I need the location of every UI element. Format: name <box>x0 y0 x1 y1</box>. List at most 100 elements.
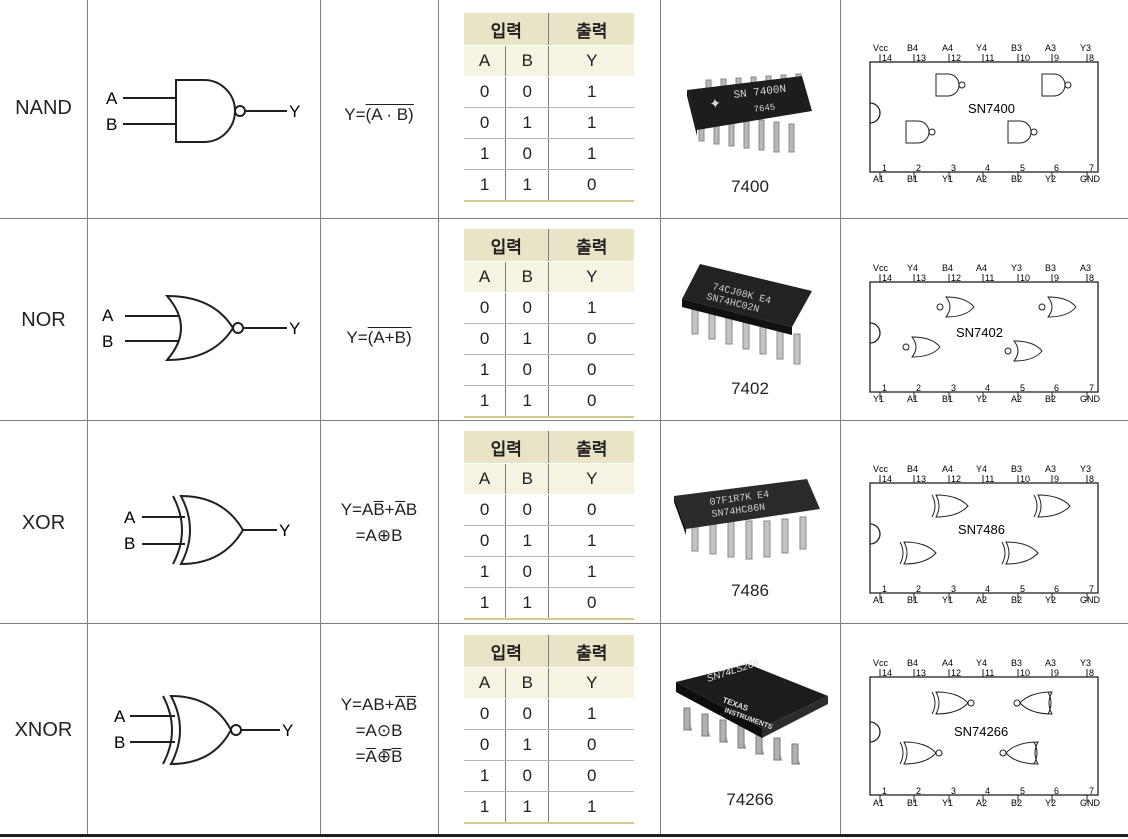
svg-text:Vcc: Vcc <box>873 658 889 668</box>
svg-text:A3: A3 <box>1045 43 1056 53</box>
col-y: Y <box>548 463 634 495</box>
gate-name: NAND <box>15 97 72 119</box>
svg-text:7: 7 <box>1089 163 1094 173</box>
svg-text:12: 12 <box>951 474 961 484</box>
output-label: Y <box>279 521 290 540</box>
col-b: B <box>505 667 550 699</box>
pinout-title: SN7486 <box>958 522 1005 537</box>
col-a: A <box>464 667 507 699</box>
equation-line: Y=AB̅+A̅B <box>340 500 418 519</box>
svg-text:B3: B3 <box>1011 464 1022 474</box>
svg-text:5: 5 <box>1020 383 1025 393</box>
equation-lhs: Y= <box>344 105 366 124</box>
svg-text:9: 9 <box>1054 53 1059 63</box>
input-b-label: B <box>114 733 125 752</box>
col-b: B <box>505 463 550 495</box>
svg-text:B2: B2 <box>1011 174 1022 184</box>
svg-text:11: 11 <box>985 273 994 283</box>
svg-text:13: 13 <box>916 668 926 678</box>
output-header: 출력 <box>548 229 634 262</box>
input-header: 입력 <box>464 13 550 46</box>
svg-text:6: 6 <box>1054 786 1059 796</box>
svg-text:B3: B3 <box>1011 43 1022 53</box>
svg-text:A2: A2 <box>1011 394 1022 404</box>
svg-text:Y1: Y1 <box>942 798 953 808</box>
svg-text:A1: A1 <box>907 394 918 404</box>
svg-text:9: 9 <box>1054 668 1059 678</box>
svg-text:5: 5 <box>1020 786 1025 796</box>
svg-text:A1: A1 <box>873 798 884 808</box>
equation-line: Y=AB+A̅B̅ <box>340 695 418 714</box>
svg-text:8: 8 <box>1089 273 1094 283</box>
equation: Y=(A+B) <box>320 325 438 351</box>
svg-text:Y1: Y1 <box>873 394 884 404</box>
svg-text:Y3: Y3 <box>1080 464 1091 474</box>
svg-text:9: 9 <box>1054 474 1059 484</box>
col-b: B <box>505 45 550 77</box>
svg-text:2: 2 <box>916 163 921 173</box>
svg-text:7: 7 <box>1089 584 1094 594</box>
svg-text:6: 6 <box>1054 163 1059 173</box>
svg-text:14: 14 <box>882 668 892 678</box>
svg-text:Vcc: Vcc <box>873 464 889 474</box>
chip-label: 7400 <box>731 177 769 196</box>
svg-text:4: 4 <box>985 383 990 393</box>
svg-text:Y1: Y1 <box>942 174 953 184</box>
svg-text:Y2: Y2 <box>976 394 987 404</box>
svg-text:A4: A4 <box>942 658 953 668</box>
chip-image: 07F1R7K E4 SN74HC86N <box>674 479 820 560</box>
chip-image: SN74LS266 TEXAS INSTRUMENTS <box>676 658 828 765</box>
equation-rhs: (A+B) <box>367 328 412 347</box>
svg-text:B1: B1 <box>942 394 953 404</box>
chip-marking: 7645 <box>753 102 776 115</box>
chip-label: 7402 <box>731 379 769 398</box>
svg-text:A4: A4 <box>976 263 987 273</box>
equation: Y=AB̅+A̅B =A⊕B <box>320 497 438 549</box>
svg-text:B3: B3 <box>1045 263 1056 273</box>
svg-text:1: 1 <box>882 383 887 393</box>
svg-text:10: 10 <box>1020 273 1030 283</box>
svg-text:GND: GND <box>1080 595 1101 605</box>
svg-text:3: 3 <box>951 163 956 173</box>
svg-text:A1: A1 <box>873 174 884 184</box>
xnor-gate-symbol: A B Y <box>114 694 293 766</box>
col-a: A <box>464 45 507 77</box>
output-header: 출력 <box>548 431 634 464</box>
col-b: B <box>505 261 550 293</box>
svg-text:4: 4 <box>985 786 990 796</box>
svg-text:A3: A3 <box>1045 464 1056 474</box>
input-a-label: A <box>124 508 136 527</box>
svg-text:11: 11 <box>985 53 994 63</box>
input-a-label: A <box>102 306 114 325</box>
svg-text:Y4: Y4 <box>976 43 987 53</box>
svg-text:4: 4 <box>985 163 990 173</box>
svg-text:A4: A4 <box>942 43 953 53</box>
chip-image: 74CJ08K E4 SN74HC02N <box>682 264 812 365</box>
svg-text:B4: B4 <box>907 658 918 668</box>
svg-text:10: 10 <box>1020 474 1030 484</box>
pinout-title: SN7400 <box>968 101 1015 116</box>
svg-text:3: 3 <box>951 786 956 796</box>
svg-text:A2: A2 <box>976 798 987 808</box>
gate-name: NOR <box>21 309 66 331</box>
svg-text:B4: B4 <box>907 43 918 53</box>
svg-text:2: 2 <box>916 584 921 594</box>
svg-text:Y2: Y2 <box>1045 174 1056 184</box>
svg-text:Y3: Y3 <box>1080 43 1091 53</box>
svg-text:Y2: Y2 <box>1045 595 1056 605</box>
equation-rhs: (A · B) <box>365 105 414 124</box>
